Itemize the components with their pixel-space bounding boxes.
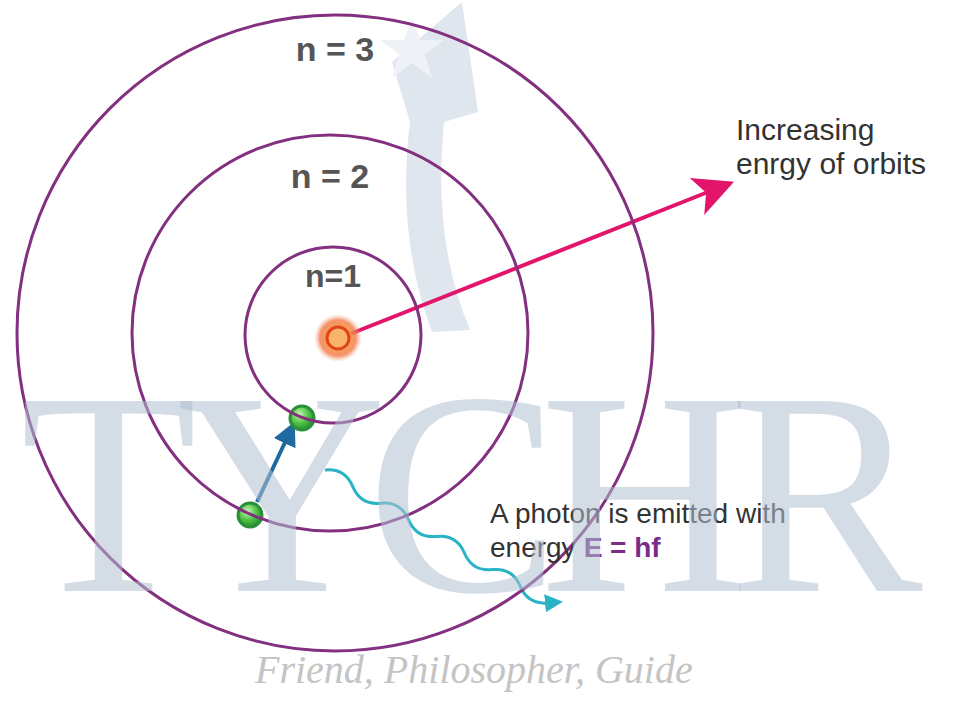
logo-star [380, 18, 444, 78]
energy-arrow [350, 192, 708, 334]
energy-caption: Increasing enrgy of orbits [736, 113, 946, 181]
orbit-label: n = 2 [130, 158, 530, 195]
orbit-label: n = 3 [15, 31, 655, 68]
watermark-motto: Friend, Philosopher, Guide [255, 648, 693, 692]
nucleus [327, 327, 349, 349]
watermark-text: TYCHR [20, 349, 903, 639]
orbit-label: n=1 [243, 259, 423, 294]
